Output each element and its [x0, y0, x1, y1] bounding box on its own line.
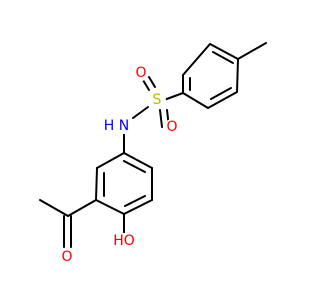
- bond-ring2-d: [123, 199, 153, 215]
- bond-ring2-a: [96, 152, 125, 169]
- bond-s-o1-a: [142, 79, 150, 91]
- bond-ring1-b-inner: [212, 51, 234, 64]
- bond-methyl: [237, 42, 267, 60]
- atom-label-ho: HO: [113, 233, 135, 249]
- molecule-structure: S O O H N O HO: [39, 42, 267, 265]
- atom-nh: H N: [101, 118, 132, 134]
- bond-ring2-d-inner: [124, 195, 146, 207]
- bond-s-o1-b: [148, 76, 156, 88]
- atom-label-o-carbonyl: O: [61, 249, 72, 265]
- bond-s-n: [132, 106, 149, 119]
- bond-s-o2-a: [159, 109, 163, 128]
- atom-label-s: S: [153, 92, 162, 108]
- atom-oxygen-top: O: [133, 65, 149, 81]
- bond-ring1-b: [209, 43, 239, 60]
- bond-ring1-e: [182, 92, 209, 109]
- bond-ring1-d-inner: [210, 87, 232, 100]
- atom-oxygen-bottom: O: [164, 119, 180, 135]
- bond-ring1-c: [236, 58, 239, 93]
- bond-ring2-c: [95, 199, 125, 215]
- atom-label-o-bottom: O: [166, 119, 177, 135]
- atom-hydroxyl: HO: [112, 233, 136, 249]
- atom-label-n: N: [119, 118, 129, 134]
- atom-label-o-top: O: [135, 65, 146, 81]
- bonds: [39, 42, 267, 248]
- atom-sulfur: S: [148, 91, 166, 109]
- bond-ring2-f-inner: [123, 160, 146, 173]
- atom-carbonyl-oxygen: O: [59, 249, 75, 265]
- bond-ring1-s: [163, 92, 184, 101]
- atom-label-h: H: [104, 118, 115, 134]
- bond-acetyl-c: [67, 199, 97, 217]
- bond-ring1-a: [182, 43, 211, 76]
- bond-ring2-f: [123, 152, 153, 169]
- atom-labels: S O O H N O HO: [59, 65, 180, 265]
- bond-ring1-d: [207, 91, 238, 109]
- bond-acetyl-methyl: [39, 199, 69, 217]
- bond-ring2-b: [95, 167, 98, 201]
